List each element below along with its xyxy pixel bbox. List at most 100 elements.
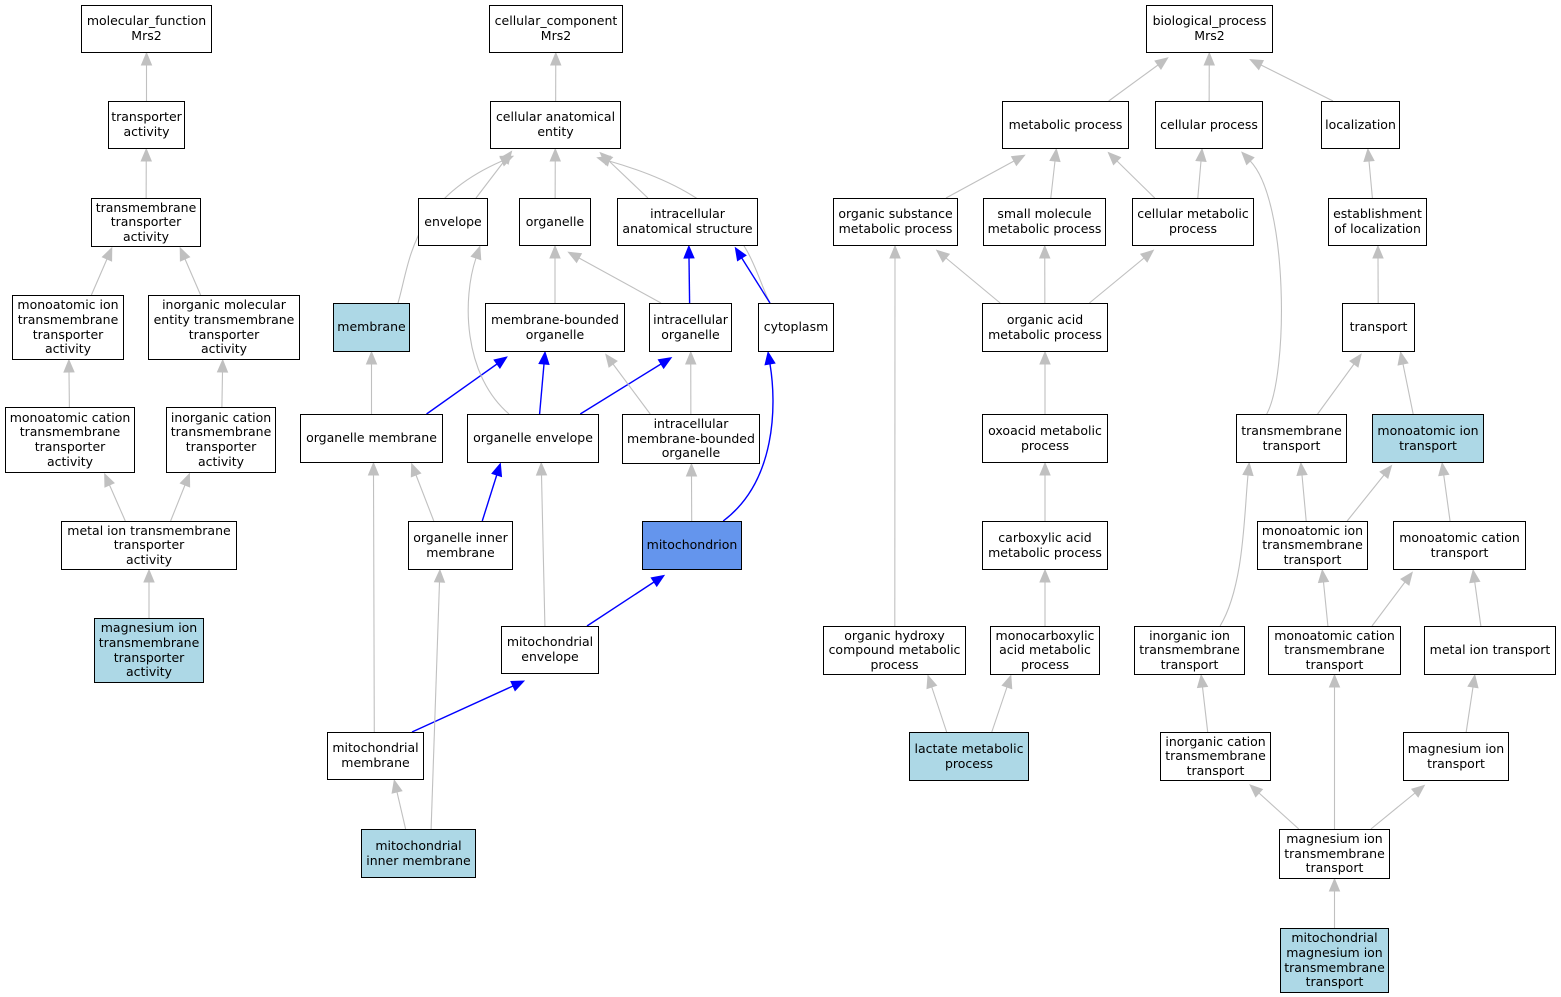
node-inorganic-molecular-entity-tm-transporter-activity[interactable]: inorganic molecular entity transmembrane…: [148, 295, 300, 360]
node-monoatomic-ion-tm-transporter-activity[interactable]: monoatomic ion transmembrane transporter…: [12, 295, 124, 360]
arrowhead-inorganic_cation_tm_transporter_activity-to-inorganic_molecular_entity_tm_transporter_activity: [216, 358, 229, 373]
arrowhead-magnesium_ion_tm_transport-to-inorganic_cation_tm_transport: [1249, 784, 1264, 798]
edge-monoatomic_ion_tm_transport-to-transmembrane_transport: [1301, 474, 1307, 522]
node-mitochondrial-magnesium-ion-tm-transport[interactable]: mitochondrial magnesium ion transmembran…: [1280, 928, 1389, 993]
node-inorganic-cation-tm-transporter-activity[interactable]: inorganic cation transmembrane transport…: [166, 407, 276, 473]
node-mitochondrial-envelope[interactable]: mitochondrial envelope: [501, 626, 599, 674]
node-metal-ion-transport[interactable]: metal ion transport: [1424, 626, 1556, 675]
edge-organelle_inner_membrane-to-organelle_envelope: [481, 474, 498, 522]
node-magnesium-ion-tm-transporter-activity[interactable]: magnesium ion transmembrane transporter …: [94, 618, 204, 683]
arrowhead-organic_acid_metabolic_process-to-cellular_metabolic_process: [1139, 249, 1155, 263]
node-monoatomic-cation-tm-transporter-activity[interactable]: monoatomic cation transmembrane transpor…: [5, 407, 135, 473]
edge-mitochondrion-to-cytoplasm: [722, 363, 774, 522]
node-organic-acid-metabolic-process[interactable]: organic acid metabolic process: [982, 303, 1108, 352]
edge-inorganic_ion_tm_transport-to-transmembrane_transport: [1219, 474, 1249, 627]
arrowhead-lactate_metabolic_process-to-organic_hydroxy_compound_metabolic_process: [926, 674, 938, 690]
node-monoatomic-cation-tm-transport[interactable]: monoatomic cation transmembrane transpor…: [1268, 626, 1401, 675]
node-monoatomic-cation-transport[interactable]: monoatomic cation transport: [1393, 521, 1526, 570]
node-metal-ion-tm-transporter-activity[interactable]: metal ion transmembrane transporter acti…: [61, 521, 237, 570]
node-carboxylic-acid-metabolic-process[interactable]: carboxylic acid metabolic process: [982, 521, 1108, 570]
node-organic-substance-metabolic-process[interactable]: organic substance metabolic process: [833, 198, 958, 246]
arrowhead-organelle_inner_membrane-to-organelle_membrane: [410, 462, 422, 478]
node-transport[interactable]: transport: [1342, 303, 1415, 352]
node-transmembrane-transporter-activity[interactable]: transmembrane transporter activity: [91, 198, 201, 247]
arrowhead-lactate_metabolic_process-to-monocarboxylic_acid_metabolic_process: [1001, 674, 1013, 690]
arrowhead-monoatomic_cation_tm_transport-to-monoatomic_cation_transport: [1400, 571, 1413, 586]
node-cellular-anatomical-entity[interactable]: cellular anatomical entity: [490, 101, 621, 149]
edge-intracellular_organelle-to-intracellular_anatomical_structure: [688, 257, 691, 304]
arrowhead-organelle_envelope-to-intracellular_organelle: [657, 356, 673, 370]
node-cellular-process[interactable]: cellular process: [1155, 101, 1263, 149]
arrowhead-magnesium_ion_transport-to-metal_ion_transport: [1467, 673, 1479, 689]
node-biological-process[interactable]: biological_process Mrs2: [1146, 5, 1273, 53]
node-mitochondrion[interactable]: mitochondrion: [642, 521, 742, 570]
node-cytoplasm[interactable]: cytoplasm: [758, 303, 834, 352]
node-transporter-activity[interactable]: transporter activity: [108, 101, 185, 149]
node-envelope[interactable]: envelope: [418, 198, 488, 246]
edge-mitochondrial_envelope-to-mitochondrion: [586, 581, 655, 627]
node-membrane-bounded-organelle[interactable]: membrane-bounded organelle: [485, 303, 625, 352]
arrowhead-organelle-to-cellular_anatomical_entity: [549, 147, 561, 162]
node-oxoacid-metabolic-process[interactable]: oxoacid metabolic process: [982, 414, 1108, 463]
node-intracellular-anatomical-structure[interactable]: intracellular anatomical structure: [617, 198, 758, 246]
edge-organic_substance_metabolic_process-to-metabolic_process: [945, 160, 1015, 199]
node-organelle[interactable]: organelle: [519, 198, 591, 246]
node-inorganic-cation-tm-transport[interactable]: inorganic cation transmembrane transport: [1160, 732, 1271, 781]
arrowhead-inorganic_cation_tm_transport-to-inorganic_ion_tm_transport: [1196, 673, 1209, 689]
arrowhead-mitochondrial_membrane-to-organelle_membrane: [367, 461, 380, 476]
edge-metal_ion_tm_transporter_activity-to-inorganic_cation_tm_transporter_activity: [170, 484, 186, 522]
arrowhead-organelle_envelope-to-membrane_bounded_organelle: [538, 350, 550, 366]
node-inorganic-ion-tm-transport[interactable]: inorganic ion transmembrane transport: [1134, 626, 1245, 675]
node-organelle-envelope[interactable]: organelle envelope: [467, 414, 599, 463]
node-cellular-component[interactable]: cellular_component Mrs2: [489, 5, 623, 53]
edge-metabolic_process-to-biological_process: [1108, 64, 1159, 102]
node-organelle-membrane[interactable]: organelle membrane: [300, 414, 443, 463]
arrowhead-monoatomic_cation_transport-to-monoatomic_ion_transport: [1438, 461, 1450, 477]
edge-cellular_metabolic_process-to-metabolic_process: [1116, 160, 1156, 199]
edge-monoatomic_cation_tm_transport-to-monoatomic_cation_transport: [1371, 581, 1406, 627]
arrowhead-magnesium_ion_tm_transport-to-magnesium_ion_transport: [1410, 784, 1426, 798]
node-cellular-metabolic-process[interactable]: cellular metabolic process: [1132, 198, 1254, 246]
edge-transmembrane_transport-to-transport: [1317, 363, 1355, 415]
edge-localization-to-biological_process: [1260, 64, 1334, 102]
node-magnesium-ion-tm-transport[interactable]: magnesium ion transmembrane transport: [1279, 829, 1390, 879]
node-monoatomic-ion-transport[interactable]: monoatomic ion transport: [1372, 414, 1484, 463]
arrowhead-mitochondrial_envelope-to-mitochondrion: [650, 574, 666, 588]
node-metabolic-process[interactable]: metabolic process: [1002, 101, 1129, 149]
arrowhead-monoatomic_ion_transport-to-transport: [1397, 350, 1409, 366]
arrowhead-inorganic_molecular_entity_tm_transporter_activity-to-transmembrane_transporter_activity: [179, 246, 191, 262]
node-intracellular-organelle[interactable]: intracellular organelle: [649, 303, 732, 352]
node-localization[interactable]: localization: [1321, 101, 1400, 149]
edge-mitochondrial_envelope-to-organelle_envelope: [540, 474, 546, 627]
node-membrane[interactable]: membrane: [333, 303, 410, 352]
node-establishment-of-localization[interactable]: establishment of localization: [1328, 198, 1427, 246]
node-lactate-metabolic-process[interactable]: lactate metabolic process: [909, 732, 1029, 781]
node-organic-hydroxy-compound-metabolic-process[interactable]: organic hydroxy compound metabolic proce…: [823, 626, 966, 675]
arrowhead-organelle_envelope-to-envelope: [470, 245, 482, 261]
arrowhead-magnesium_ion_tm_transporter_activity-to-metal_ion_tm_transporter_activity: [143, 568, 155, 583]
arrowhead-inorganic_ion_tm_transport-to-transmembrane_transport: [1242, 461, 1254, 477]
arrowhead-metal_ion_tm_transporter_activity-to-inorganic_cation_tm_transporter_activity: [179, 472, 191, 488]
node-monoatomic-ion-tm-transport[interactable]: monoatomic ion transmembrane transport: [1257, 521, 1368, 570]
edge-mitochondrial_inner_membrane-to-mitochondrial_membrane: [396, 791, 407, 830]
arrowhead-monoatomic_ion_tm_transporter_activity-to-transmembrane_transporter_activity: [101, 246, 113, 262]
edge-intracellular_organelle-to-organelle: [578, 257, 662, 304]
arrowhead-mitochondrion-to-intracellular_membrane_bounded_organelle: [685, 462, 698, 477]
node-organelle-inner-membrane[interactable]: organelle inner membrane: [408, 521, 513, 570]
node-small-molecule-metabolic-process[interactable]: small molecule metabolic process: [983, 198, 1106, 246]
node-intracellular-membrane-bounded-organelle[interactable]: intracellular membrane-bounded organelle: [622, 414, 760, 464]
arrowhead-intracellular_membrane_bounded_organelle-to-membrane_bounded_organelle: [605, 353, 618, 368]
node-mitochondrial-membrane[interactable]: mitochondrial membrane: [327, 732, 424, 780]
arrowhead-cellular_metabolic_process-to-metabolic_process: [1107, 151, 1122, 166]
node-magnesium-ion-transport[interactable]: magnesium ion transport: [1403, 732, 1509, 781]
edge-organic_acid_metabolic_process-to-cellular_metabolic_process: [1089, 257, 1145, 304]
edge-transmembrane_transport-to-cellular_process: [1249, 160, 1282, 415]
arrowhead-metabolic_process-to-biological_process: [1154, 57, 1169, 70]
edge-cytoplasm-to-intracellular_anatomical_structure: [741, 257, 771, 304]
node-mitochondrial-inner-membrane[interactable]: mitochondrial inner membrane: [361, 829, 476, 878]
node-transmembrane-transport[interactable]: transmembrane transport: [1236, 414, 1347, 463]
node-molecular-function[interactable]: molecular_function Mrs2: [81, 5, 212, 53]
node-monocarboxylic-acid-metabolic-process[interactable]: monocarboxylic acid metabolic process: [990, 626, 1100, 675]
arrowhead-oxoacid_metabolic_process-to-organic_acid_metabolic_process: [1039, 350, 1051, 365]
